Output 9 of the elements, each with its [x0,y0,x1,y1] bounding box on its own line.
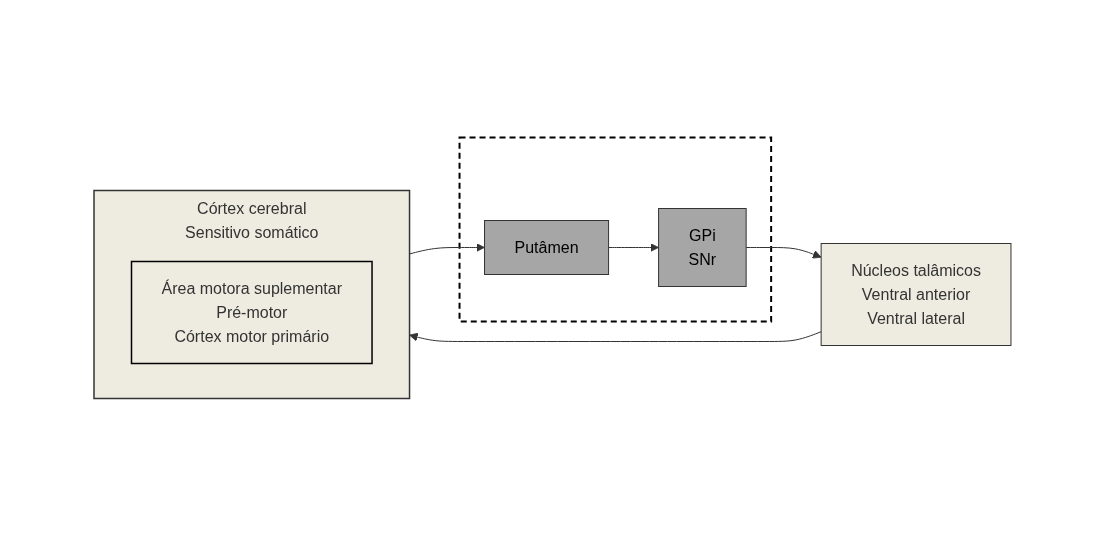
arrow [409,243,485,255]
cluster [458,136,773,323]
arrow [745,247,822,259]
node-box: Área motora suplementar Pré-motor Córtex motor primário [130,260,373,365]
node-box: Núcleos talâmicos Ventral anterior Ventral lateral [820,243,1012,346]
node-box: Putâmen [484,220,610,275]
node-box: GPi SNr [658,208,747,287]
arrow [608,243,659,252]
arrow [409,331,822,342]
